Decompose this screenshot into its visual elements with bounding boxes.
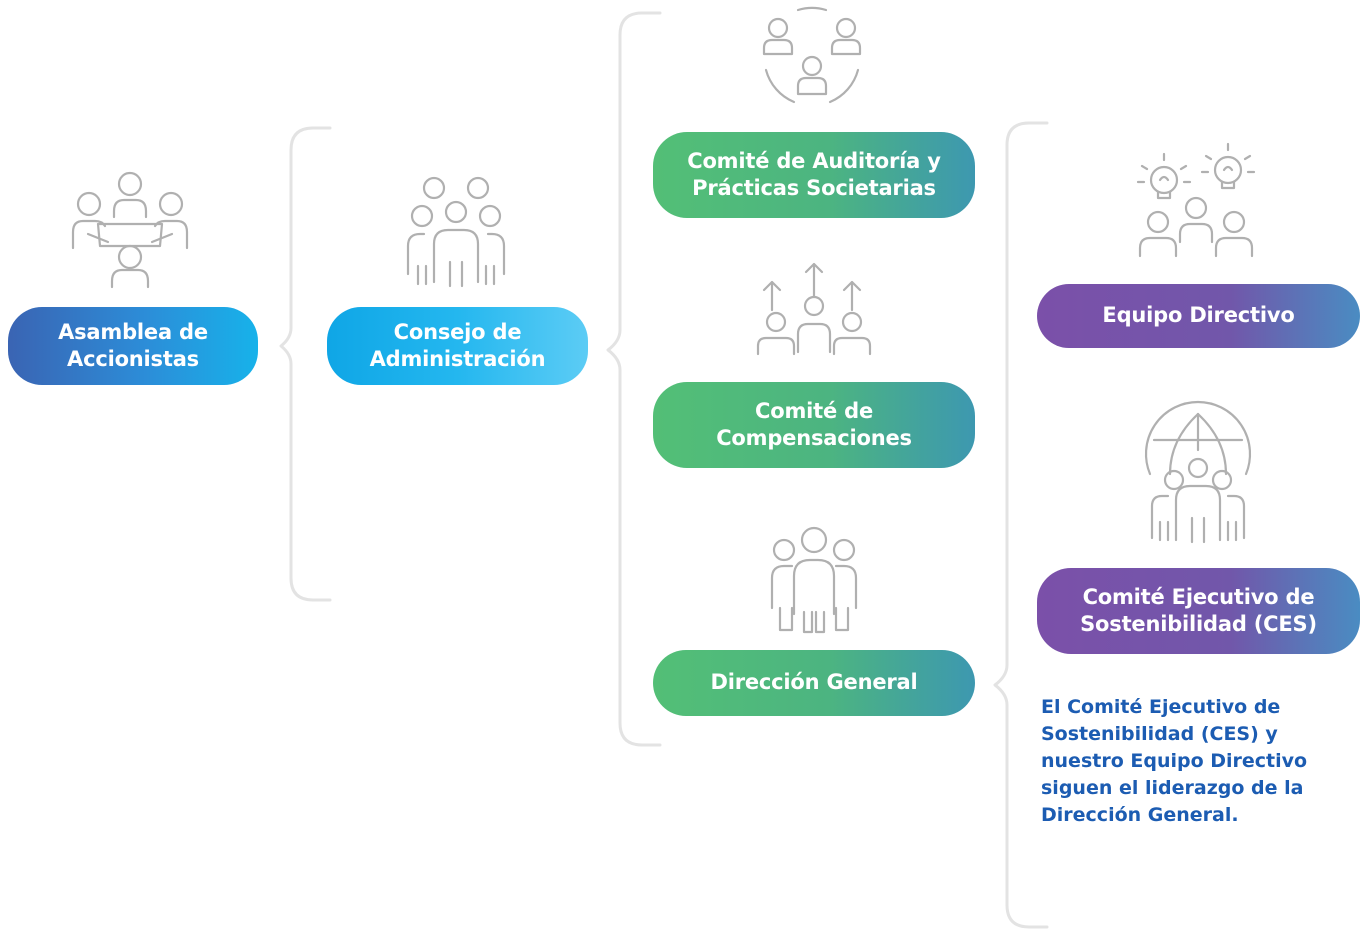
- node-direccion-label: Dirección General: [710, 670, 918, 695]
- leadership-group-icon: [768, 526, 860, 634]
- node-consejo-label: Consejo de Administración: [369, 319, 546, 371]
- people-arrows-up-icon: [754, 260, 874, 358]
- node-comite-ejecutivo-sostenibilidad: Comité Ejecutivo de Sostenibilidad (CES): [1037, 568, 1360, 654]
- node-equipo-directivo: Equipo Directivo: [1037, 284, 1360, 348]
- node-comite-compensaciones: Comité de Compensaciones: [653, 382, 975, 468]
- globe-people-icon: [1140, 400, 1256, 544]
- node-consejo-de-administracion: Consejo de Administración: [327, 307, 588, 385]
- meeting-table-people-icon: [68, 170, 192, 290]
- node-comite-auditoria: Comité de Auditoría y Prácticas Societar…: [653, 132, 975, 218]
- node-ces-label: Comité Ejecutivo de Sostenibilidad (CES): [1080, 584, 1317, 636]
- board-group-icon: [400, 176, 512, 288]
- bracket-direccion: [985, 115, 1055, 929]
- people-ideas-lightbulb-icon: [1128, 136, 1264, 258]
- ces-note-text: El Comité Ejecutivo de Sostenibilidad (C…: [1041, 696, 1308, 826]
- bracket-comites: [598, 5, 668, 750]
- node-auditoria-label: Comité de Auditoría y Prácticas Societar…: [687, 148, 941, 200]
- node-compensaciones-label: Comité de Compensaciones: [716, 398, 912, 450]
- node-asamblea-de-accionistas: Asamblea de Accionistas: [8, 307, 258, 385]
- node-direccion-general: Dirección General: [653, 650, 975, 716]
- circle-of-people-icon: [758, 6, 866, 106]
- bracket-consejo: [275, 120, 335, 610]
- node-equipo-label: Equipo Directivo: [1102, 303, 1295, 328]
- node-asamblea-label: Asamblea de Accionistas: [58, 319, 208, 371]
